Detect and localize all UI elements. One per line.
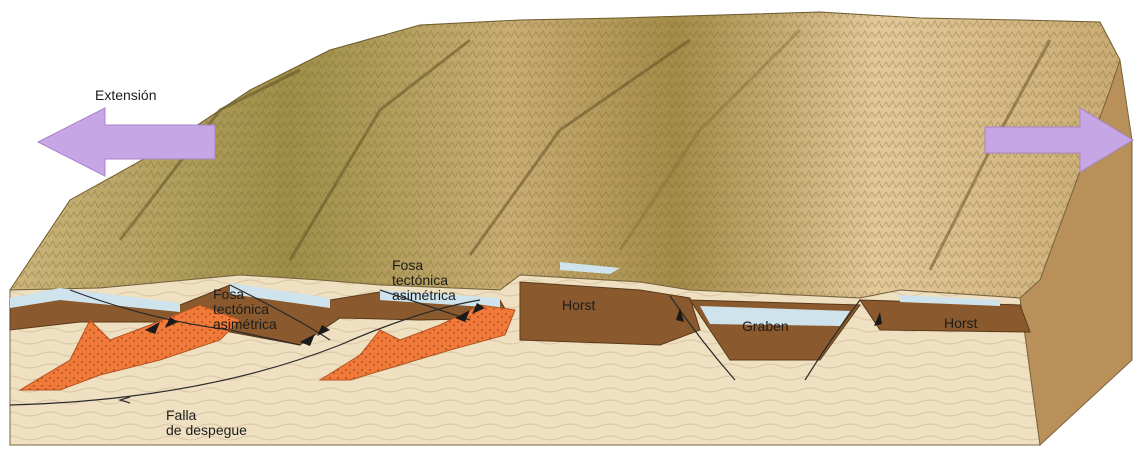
fosa-label-right: Fosa tectónica asimétrica [392, 258, 456, 303]
horst-label-right: Horst [944, 316, 977, 331]
fosa-label-left: Fosa tectónica asimétrica [213, 287, 277, 332]
fosa-label-right-line2: tectónica [392, 273, 456, 288]
falla-label: Falla de despegue [166, 408, 247, 438]
fosa-label-right-line3: asimétrica [392, 288, 456, 303]
fosa-label-left-line2: tectónica [213, 302, 277, 317]
fosa-label-left-line1: Fosa [213, 287, 277, 302]
extension-label: Extensión [95, 88, 156, 103]
falla-label-line2: de despegue [166, 423, 247, 438]
fosa-label-left-line3: asimétrica [213, 317, 277, 332]
fosa-label-right-line1: Fosa [392, 258, 456, 273]
falla-label-line1: Falla [166, 408, 247, 423]
graben-label: Graben [742, 319, 789, 334]
horst-label-left: Horst [562, 298, 595, 313]
